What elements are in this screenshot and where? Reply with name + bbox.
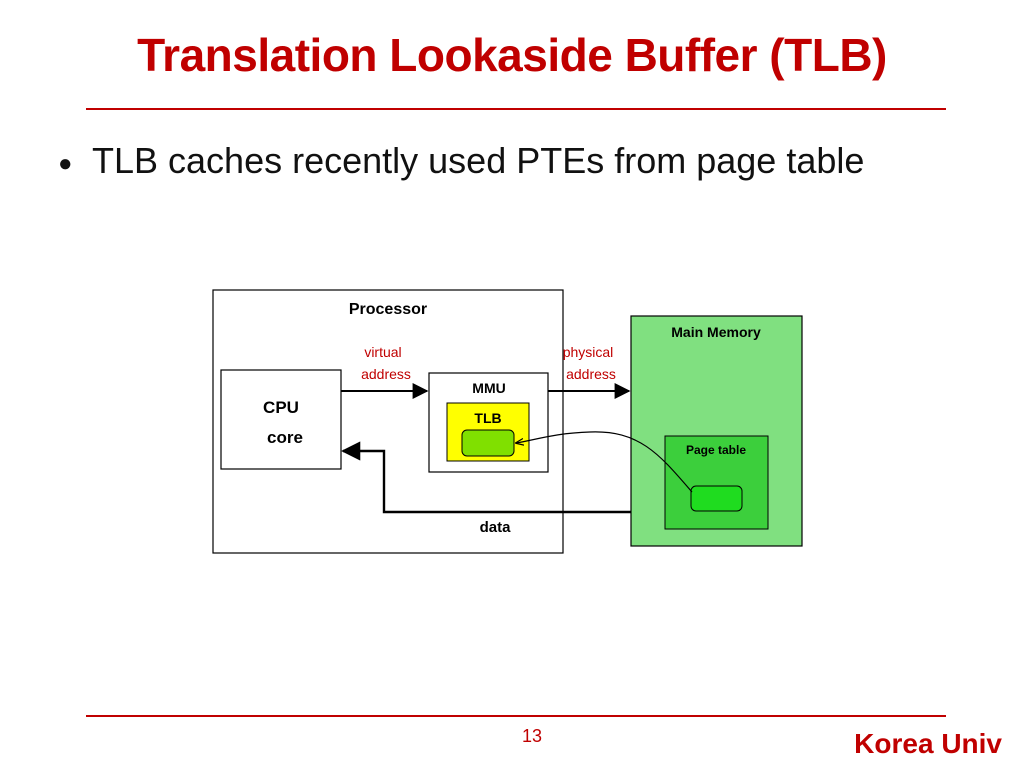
page-table-box [664,435,769,530]
tlb-entry [461,429,515,457]
page-table-label: Page table [686,443,746,457]
data-label: data [480,519,512,536]
page-number: 13 [521,726,543,746]
physical-address-line2: address [566,366,616,382]
bullet-text: TLB caches recently used PTEs from page … [92,140,865,181]
footer-divider [86,715,946,717]
cpu-label-line1: CPU [263,398,299,417]
title-divider [86,108,946,110]
cpu-core-box [220,369,342,470]
mmu-label: MMU [472,380,505,396]
page-table-entry [690,485,743,512]
bullet-dot-icon: ● [58,150,73,177]
footer-brand: Korea Univ [854,728,1002,759]
physical-address-line1: physical [563,344,614,360]
slide-title: Translation Lookaside Buffer (TLB) [137,29,887,81]
processor-label: Processor [349,301,427,318]
virtual-address-line1: virtual [364,344,401,360]
data-return-arrow [341,441,631,514]
cpu-label-line2: core [267,428,303,447]
virtual-address-line2: address [361,366,411,382]
tlb-label: TLB [474,410,501,426]
main-memory-label: Main Memory [671,324,761,340]
pte-cache-arrow [516,431,693,493]
